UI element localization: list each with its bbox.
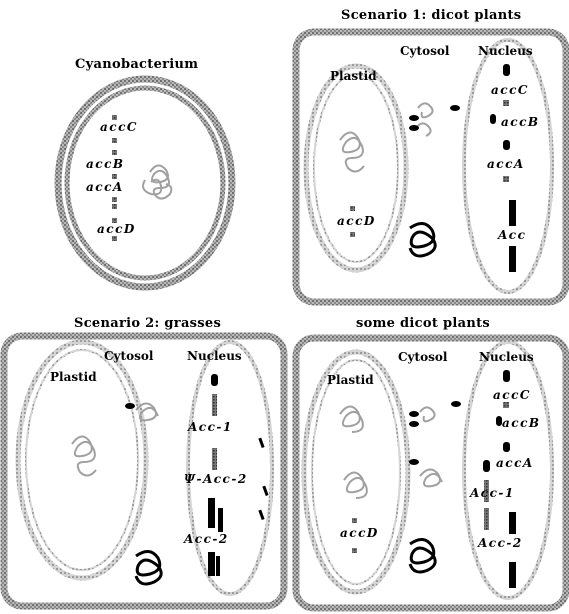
s1-cytosol-markers <box>409 105 460 131</box>
s2-gene-Acc-1: Acc-1 <box>188 420 233 434</box>
s2-gene-pseudo-Acc-2: Ψ-Acc-2 <box>184 472 248 486</box>
s2-plastid-dna-coil <box>72 436 96 475</box>
scenario2-cell <box>4 336 284 606</box>
s1-gene-accC: accC <box>491 83 529 97</box>
s2-gene-Acc-2: Acc-2 <box>184 532 229 546</box>
s1-plastid-dna-coil <box>340 132 364 171</box>
s1-nucleus-label: Nucleus <box>478 44 533 58</box>
s3-gene-accD: accD <box>340 526 379 540</box>
s3-cytosol-label: Cytosol <box>398 350 447 364</box>
s1-cytosol-dna <box>416 103 433 136</box>
s2-nucleus-label: Nucleus <box>187 349 242 363</box>
scenario1-title: Scenario 1: dicot plants <box>341 8 521 23</box>
s1-plastid-label: Plastid <box>330 69 377 83</box>
scenario2-title: Scenario 2: grasses <box>74 316 221 331</box>
s3-gene-accC: accC <box>493 388 531 402</box>
s3-nucleus-label: Nucleus <box>479 350 534 364</box>
s3-nucleus-markers <box>483 370 516 588</box>
s3-gene-Acc-2: Acc-2 <box>478 536 523 550</box>
cyano-gene-accA: accA <box>86 180 124 194</box>
s3-gene-accB: accB <box>502 416 541 430</box>
cyanobacterium-cell <box>58 79 232 287</box>
s2-cytosol-label: Cytosol <box>104 349 153 363</box>
s1-gene-accD: accD <box>337 214 376 228</box>
s1-gene-accB: accB <box>501 115 540 129</box>
cyano-gene-accB: accB <box>86 157 125 171</box>
cyano-gene-accD: accD <box>97 222 136 236</box>
s3-plastid-dna-coil <box>340 406 367 498</box>
s3-gene-accA: accA <box>496 456 534 470</box>
s3-cytosol-dna <box>420 407 442 486</box>
s2-ribosome-coil <box>136 551 161 584</box>
cyano-dna-coil <box>143 165 171 198</box>
scenario3-title: some dicot plants <box>356 316 490 331</box>
s1-ribosome-coil <box>410 223 435 256</box>
s3-ribosome-coil <box>410 539 435 572</box>
s1-gene-Acc: Acc <box>498 228 526 242</box>
s3-gene-Acc-1: Acc-1 <box>470 486 515 500</box>
s3-cytosol-markers <box>409 401 461 465</box>
s1-cytosol-label: Cytosol <box>400 44 449 58</box>
s3-plastid-label: Plastid <box>327 373 374 387</box>
s2-cytosol-marker <box>125 403 135 409</box>
cyano-title: Cyanobacterium <box>75 57 198 72</box>
cyano-gene-accC: accC <box>100 120 138 134</box>
s1-gene-accA: accA <box>487 157 525 171</box>
s2-plastid-label: Plastid <box>50 370 97 384</box>
